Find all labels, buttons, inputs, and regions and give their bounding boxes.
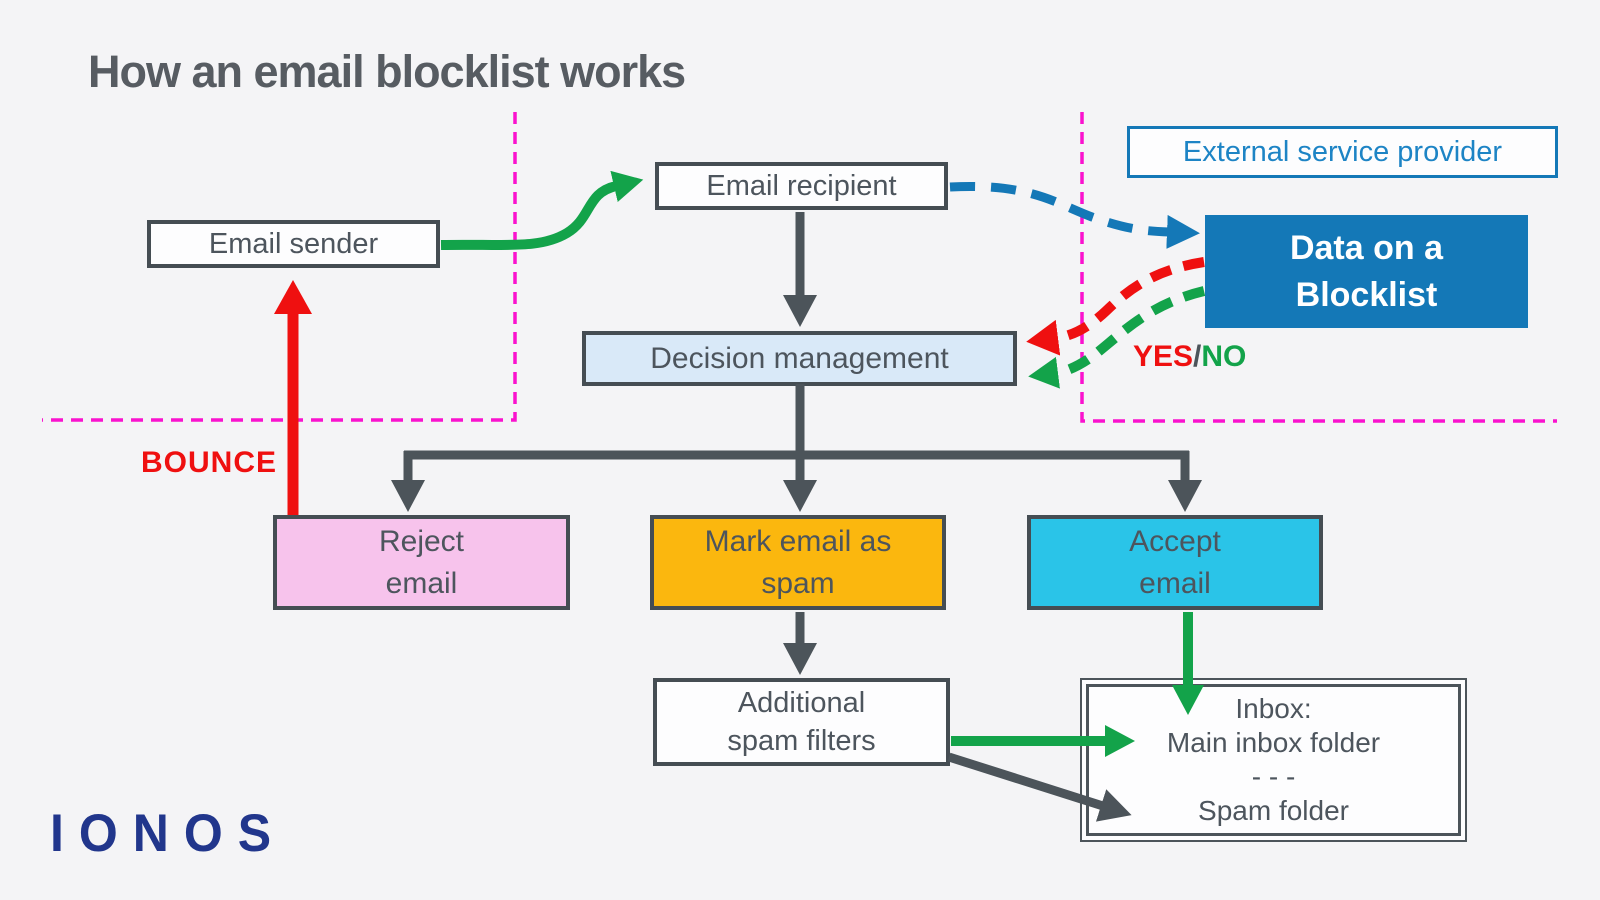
accept-label-line2: email bbox=[1139, 566, 1211, 600]
reject-label-line1: Reject bbox=[378, 524, 465, 558]
page-title: How an email blocklist works bbox=[88, 46, 686, 97]
email-sender-box: Email sender bbox=[147, 220, 440, 268]
email-sender-label: Email sender bbox=[208, 228, 379, 260]
email-recipient-box: Email recipient bbox=[655, 162, 948, 210]
blocklist-label-line1: Data on a bbox=[1289, 228, 1444, 267]
inbox-box-inner: Inbox: Main inbox folder - - - Spam fold… bbox=[1086, 684, 1461, 836]
accept-email-box: Accept email bbox=[1027, 515, 1323, 610]
bounce-label: BOUNCE bbox=[141, 446, 278, 479]
reject-label-line2: email bbox=[385, 566, 458, 600]
no-label: NO bbox=[1201, 340, 1247, 373]
accept-label-line1: Accept bbox=[1129, 524, 1221, 558]
filters-label-line1: Additional bbox=[737, 687, 866, 719]
blocklist-label-line2: Blocklist bbox=[1295, 275, 1438, 314]
filters-label-line2: spam filters bbox=[727, 725, 876, 757]
external-service-provider-label: External service provider bbox=[1182, 136, 1503, 168]
decision-management-label: Decision management bbox=[650, 341, 949, 375]
external-service-provider-box: External service provider bbox=[1127, 126, 1558, 178]
decision-management-box: Decision management bbox=[582, 331, 1017, 386]
spam-folder-label: Spam folder bbox=[1198, 795, 1349, 826]
arrow-recipient-to-blocklist-dashed bbox=[949, 181, 1200, 249]
mark-spam-label-line2: spam bbox=[761, 566, 835, 600]
arrow-blocklist-yes-dashed bbox=[1026, 257, 1205, 356]
mark-spam-label-line1: Mark email as bbox=[704, 524, 892, 558]
inbox-label: Inbox: bbox=[1235, 693, 1312, 724]
main-inbox-folder-label: Main inbox folder bbox=[1166, 727, 1381, 758]
reject-email-box: Reject email bbox=[273, 515, 570, 610]
additional-spam-filters-box: Additional spam filters bbox=[653, 678, 950, 766]
yes-no-label: YES/NO bbox=[1133, 340, 1246, 374]
mark-email-as-spam-box: Mark email as spam bbox=[650, 515, 946, 610]
data-on-blocklist-box: Data on a Blocklist bbox=[1205, 215, 1528, 328]
yes-label: YES bbox=[1133, 340, 1194, 373]
ionos-logo: IONOS bbox=[50, 803, 287, 863]
arrow-sender-to-recipient bbox=[440, 170, 644, 250]
inbox-box: Inbox: Main inbox folder - - - Spam fold… bbox=[1080, 678, 1467, 842]
email-recipient-label: Email recipient bbox=[706, 170, 897, 202]
inbox-divider: - - - bbox=[1251, 761, 1296, 792]
